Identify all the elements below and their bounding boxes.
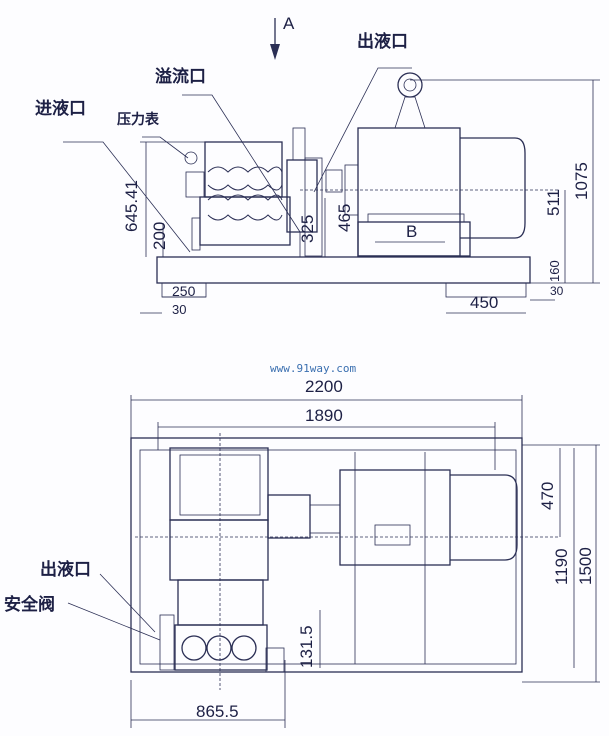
watermark: www.91way.com bbox=[270, 362, 357, 375]
label-safety-valve: 安全阀 bbox=[4, 595, 55, 615]
leader-valve bbox=[67, 602, 161, 641]
side-dimension-lines bbox=[140, 79, 600, 314]
dim-131-5: 131.5 bbox=[297, 625, 316, 668]
view-arrow-a bbox=[270, 18, 280, 60]
dim-b: B bbox=[406, 222, 418, 241]
dim-1075: 1075 bbox=[572, 162, 591, 200]
dim-1500: 1500 bbox=[576, 547, 595, 585]
dim-450: 450 bbox=[470, 293, 499, 312]
label-pressure-gauge: 压力表 bbox=[117, 112, 159, 128]
leader-gauge bbox=[142, 136, 189, 159]
base-plate bbox=[156, 256, 531, 284]
dim-30-right: 30 bbox=[550, 284, 564, 298]
leader-outlet bbox=[313, 67, 412, 193]
label-outlet: 出液口 bbox=[357, 32, 408, 52]
leader-outlet-top bbox=[99, 573, 156, 633]
dim-160: 160 bbox=[547, 260, 562, 282]
motor-top bbox=[135, 469, 560, 566]
leader-overflow bbox=[182, 94, 301, 233]
motor-side bbox=[300, 72, 560, 257]
dim-470: 470 bbox=[538, 481, 557, 510]
dim-511: 511 bbox=[544, 188, 563, 216]
label-outlet-top: 出液口 bbox=[40, 560, 91, 580]
label-inlet: 进液口 bbox=[35, 99, 86, 119]
dim-865-5: 865.5 bbox=[196, 702, 239, 721]
dim-1890: 1890 bbox=[305, 406, 343, 425]
dim-250: 250 bbox=[172, 283, 196, 299]
pump-top bbox=[159, 433, 285, 690]
dim-465: 465 bbox=[335, 203, 354, 232]
dim-2200: 2200 bbox=[305, 377, 343, 396]
view-marker-a: A bbox=[283, 14, 295, 33]
dim-30-left: 30 bbox=[172, 302, 187, 317]
dim-645: 645.41 bbox=[122, 180, 141, 232]
top-dimension-lines bbox=[130, 395, 600, 728]
pump-side bbox=[184, 127, 343, 257]
dim-1190: 1190 bbox=[552, 548, 571, 585]
label-overflow: 溢流口 bbox=[155, 67, 206, 87]
dim-325: 325 bbox=[298, 214, 317, 243]
leader-inlet bbox=[63, 141, 191, 253]
dim-200: 200 bbox=[150, 221, 169, 250]
frame-top bbox=[130, 437, 523, 673]
